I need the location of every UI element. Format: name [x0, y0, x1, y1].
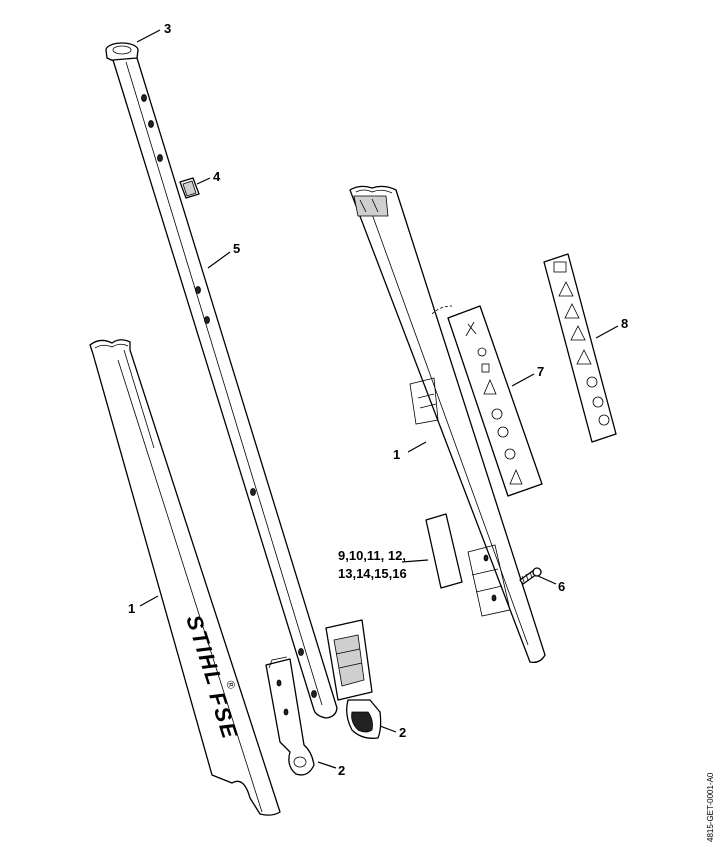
- callout-1-right: 1: [393, 447, 400, 462]
- callout-9-16-line2: 13,14,15,16: [338, 566, 407, 581]
- part-2-bracket-left: [265, 656, 315, 776]
- document-id: 4815-GET-0001-A0: [706, 772, 715, 842]
- callout-2-right: 2: [399, 725, 406, 740]
- part-5-shaft-tube: [112, 57, 338, 719]
- callout-6: 6: [558, 579, 565, 594]
- leader-lines: [136, 29, 619, 769]
- callout-8: 8: [621, 316, 628, 331]
- callout-5: 5: [233, 241, 240, 256]
- part-4-clip: [179, 177, 200, 199]
- callout-9-16-line1: 9,10,11, 12,: [338, 548, 406, 563]
- callout-2-left: 2: [338, 763, 345, 778]
- part-9-16-label-plate: [425, 513, 463, 589]
- part-8-warning-label: [543, 253, 617, 443]
- callout-4: 4: [213, 169, 221, 184]
- callout-3: 3: [164, 21, 171, 36]
- callout-7: 7: [537, 364, 544, 379]
- part-7-warning-label: [431, 305, 543, 497]
- part-6-screw: [519, 567, 542, 585]
- part-1-housing-left: STIHL ® FSE: [89, 339, 281, 816]
- registered-mark: ®: [223, 679, 237, 690]
- part-1-housing-right: [349, 185, 546, 663]
- part-2-bracket-right: [325, 619, 382, 739]
- callout-1-left: 1: [128, 601, 135, 616]
